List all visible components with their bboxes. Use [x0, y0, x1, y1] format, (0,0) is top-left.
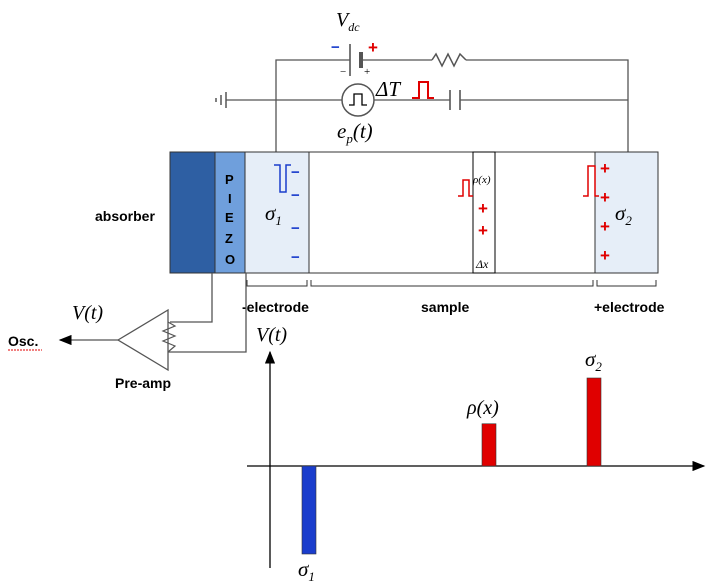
resistor-icon — [431, 52, 467, 68]
battery-negative-sign: − — [331, 39, 340, 56]
vdc-label: Vdc — [336, 9, 360, 34]
pos-electrode-label: +electrode — [594, 299, 665, 315]
plus-sign-electrode-2: + — [600, 188, 610, 207]
minus-sign-4: − — [291, 249, 300, 266]
sample-label: sample — [421, 299, 469, 315]
signal-plot: V(t) ρ(x) σ2 σ1 — [247, 324, 706, 583]
preamp-label: Pre-amp — [115, 375, 171, 391]
preamp-wiring — [58, 273, 247, 353]
delta-x-slab — [472, 151, 496, 274]
plus-sign-electrode-4: + — [600, 246, 610, 265]
minus-sign-3: − — [291, 220, 300, 237]
neg-electrode-label: -electrode — [242, 299, 309, 315]
battery-small-negative: − — [340, 66, 346, 78]
plus-sign-slab-1: + — [478, 199, 488, 218]
bar-sigma1-label: σ1 — [298, 557, 315, 583]
piezo-letter-z: Z — [225, 231, 233, 246]
delta-t-pulse-icon — [412, 81, 434, 99]
bar-sigma1 — [301, 465, 317, 555]
rho-pulse-icon — [458, 179, 473, 197]
piezo-letter-i: I — [228, 191, 232, 206]
capacitor-icon — [449, 90, 461, 110]
absorber-layer — [169, 151, 216, 274]
minus-sign-1: − — [291, 164, 300, 181]
circuit — [226, 59, 629, 152]
preamp-resistor-icon — [161, 321, 177, 353]
ground-icon — [215, 92, 227, 108]
plus-sign-slab-2: + — [478, 221, 488, 240]
bar-rho — [481, 423, 497, 467]
piezo-letter-e: E — [225, 210, 234, 225]
plot-y-axis-label: V(t) — [256, 324, 287, 346]
pos-electrode-bracket — [596, 280, 657, 287]
sample-bracket — [310, 280, 594, 287]
bar-rho-label: ρ(x) — [466, 397, 499, 419]
plus-sign-electrode-1: + — [600, 159, 610, 178]
osc-label: Osc. — [8, 333, 38, 349]
negative-electrode — [244, 151, 310, 274]
left-circuit-wire — [275, 59, 350, 152]
sigma2-electrode-label: σ2 — [615, 201, 632, 228]
plus-sign-electrode-3: + — [600, 217, 610, 236]
bar-sigma2-label: σ2 — [585, 347, 602, 374]
right-circuit-wire — [466, 59, 629, 152]
preamp-triangle-icon — [116, 308, 169, 372]
sigma1-electrode-label: σ1 — [265, 201, 282, 228]
delta-t-label: ΔT — [375, 77, 401, 101]
pulse-generator-waveform — [349, 93, 367, 106]
pulse-generator-icon — [341, 83, 375, 117]
piezo-letter-p: P — [225, 172, 234, 187]
rho-small-label: ρ(x) — [472, 174, 491, 186]
positive-pulse-icon — [583, 165, 599, 197]
piezo-letter-o: O — [225, 252, 235, 267]
absorber-label: absorber — [95, 208, 155, 224]
bar-sigma2 — [586, 377, 602, 467]
delta-x-label: Δx — [475, 257, 489, 271]
battery-small-positive: + — [364, 66, 370, 78]
region-brackets — [246, 280, 657, 287]
minus-sign-2: − — [291, 187, 300, 204]
sample-region — [308, 151, 596, 274]
neg-electrode-bracket — [246, 280, 308, 287]
vt-preamp-label: V(t) — [72, 302, 103, 324]
positive-electrode — [594, 151, 659, 274]
battery-positive-sign: + — [368, 38, 378, 57]
negative-pulse-icon — [274, 164, 291, 193]
preamp-input-wire-bottom — [168, 273, 247, 353]
battery-icon — [349, 44, 363, 76]
ep-label: ep(t) — [337, 119, 373, 146]
preamp-input-wire-top — [170, 273, 213, 323]
